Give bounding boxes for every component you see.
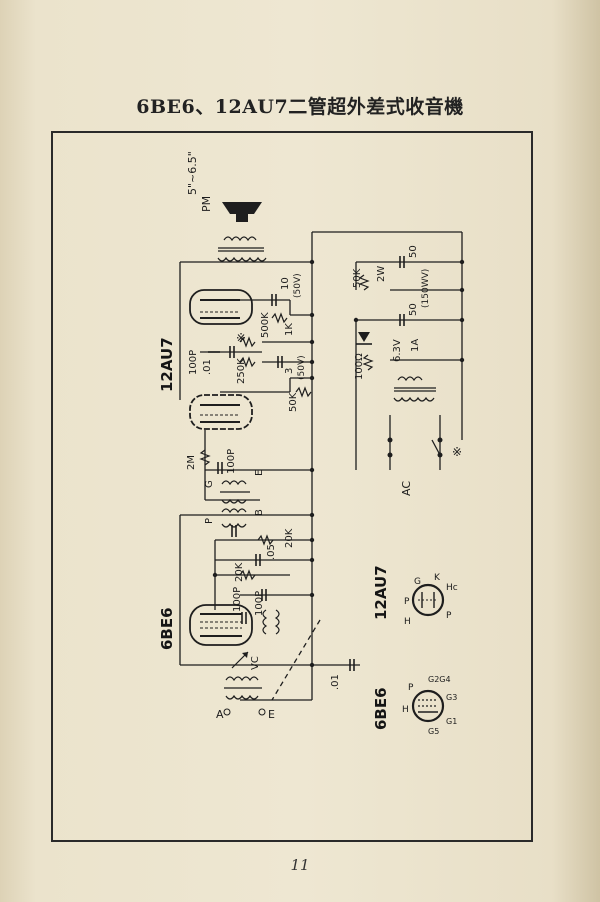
pin-diagram-12au7-icon xyxy=(411,583,445,617)
pin6-g2g4-label: G2G4 xyxy=(428,675,451,684)
tube-label-12au7: 12AU7 xyxy=(158,337,176,392)
cap-50-top-label: 50 xyxy=(408,245,419,258)
pin12-h-label: H xyxy=(404,617,411,627)
speaker-pm-label: PM xyxy=(200,196,213,212)
antenna-terminal-icon xyxy=(223,708,231,716)
junctions xyxy=(212,259,465,668)
tube-12au7-bottom-icon xyxy=(189,394,253,430)
pin6-g5-label: G5 xyxy=(428,727,439,736)
cap-01-top-label: .01 xyxy=(202,359,213,375)
asterisk-top-label: ※ xyxy=(236,331,246,345)
if-transformer-icon xyxy=(220,480,250,528)
pin-diagram-6be6-icon xyxy=(411,689,445,723)
pin12-k-label: K xyxy=(434,573,441,583)
heater-current-label: 1A xyxy=(410,339,421,352)
if-b-label: B xyxy=(254,509,265,516)
if-g-label: G xyxy=(204,480,215,488)
pin-label-12au7: 12AU7 xyxy=(372,565,390,620)
wires xyxy=(179,231,463,701)
if-p-label: P xyxy=(204,518,215,524)
cap-100p-mid-label: 100P xyxy=(226,449,237,474)
page-number: 11 xyxy=(290,856,310,874)
res-100-label: 100Ω xyxy=(354,353,365,380)
pin12-p-label: P xyxy=(404,597,410,607)
if-e-label: E xyxy=(254,470,265,476)
res-1k-label: 1K xyxy=(284,323,295,336)
tube-12au7-top-icon xyxy=(189,289,253,325)
res-250k-label: 250K xyxy=(236,358,247,384)
resistors xyxy=(199,274,374,581)
res-500k-label: 500K xyxy=(260,312,271,338)
heater-voltage-label: 6.3V xyxy=(392,339,403,362)
res-50k-mid-label: 50K xyxy=(288,392,299,412)
cap-05-label: .05 xyxy=(266,544,277,560)
oscillator-coil-icon xyxy=(262,609,280,635)
pin6-g1-label: G1 xyxy=(446,717,457,726)
pin6-g3-label: G3 xyxy=(446,693,457,702)
pin6-p-label: P xyxy=(408,683,414,693)
pin-label-6be6: 6BE6 xyxy=(372,687,390,730)
capacitors xyxy=(208,256,405,671)
page-title: 6BE6、12AU7二管超外差式收音機 xyxy=(136,96,464,118)
res-2m-label: 2M xyxy=(186,455,197,470)
speaker-size-label: 5"~6.5" xyxy=(186,151,199,195)
res-50k-top-label: 50K xyxy=(352,268,363,288)
pin6-h-label: H xyxy=(402,705,409,715)
tube-label-6be6: 6BE6 xyxy=(158,607,176,650)
diagram-frame xyxy=(51,131,533,842)
pin12-hc-label: Hc xyxy=(446,583,458,593)
cap-100p-low-label: 100P xyxy=(232,587,243,612)
vc-label: VC xyxy=(250,656,261,670)
diode-icon xyxy=(358,332,370,342)
power-transformer-icon xyxy=(393,376,436,402)
components xyxy=(189,202,465,723)
cap-10-label: 10 xyxy=(280,277,291,290)
earth-terminal-icon xyxy=(258,708,266,716)
asterisk-switch-label: ※ xyxy=(452,445,462,459)
ac-label: AC xyxy=(400,481,413,496)
res-20k-1-label: 20K xyxy=(284,528,295,548)
res-50k-top-watt-label: 2W xyxy=(376,266,387,282)
power-switch-icon xyxy=(431,439,441,456)
speaker-icon xyxy=(222,202,262,214)
tube-6be6-icon xyxy=(189,604,253,646)
antenna-coil-icon xyxy=(224,676,262,700)
cap-3-voltage-label: (50V) xyxy=(297,355,307,380)
antenna-a-label: A xyxy=(216,708,224,721)
cap-01-low-label: .01 xyxy=(330,674,341,690)
pin12-p2-label: P xyxy=(446,611,452,621)
pin12-g-label: G xyxy=(414,577,421,587)
earth-e-label: E xyxy=(268,708,275,721)
cap-50-voltage-label: (150WV) xyxy=(421,269,431,308)
cap-10-voltage-label: (50V) xyxy=(293,273,303,298)
labels: 5"~6.5" PM 12AU7 6BE6 12AU7 6BE6 10 (50V… xyxy=(158,151,462,736)
output-transformer-icon xyxy=(217,236,267,262)
cap-100p-top-label: 100P xyxy=(188,350,199,375)
cap-100p-low2-label: 100P xyxy=(254,591,265,616)
res-20k-2-label: 20K xyxy=(234,562,245,582)
cap-3-label: 3 xyxy=(284,368,295,374)
cap-50-mid-label: 50 xyxy=(408,303,419,316)
